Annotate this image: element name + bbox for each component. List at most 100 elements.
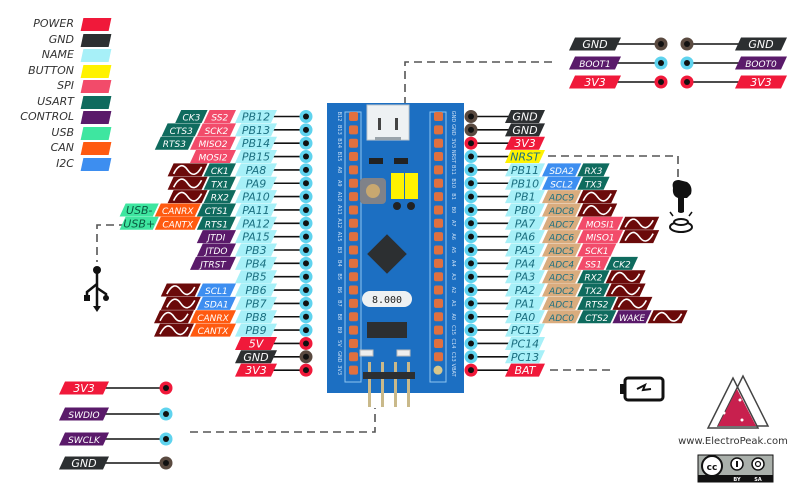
pin-pa3[interactable] <box>464 270 478 284</box>
board-pads <box>349 112 443 375</box>
label-text: PA3 <box>515 271 536 284</box>
pin-pc13[interactable] <box>464 350 478 364</box>
function-label <box>605 283 646 297</box>
boot1-jumper[interactable] <box>391 173 404 199</box>
function-label: USB- <box>119 203 159 217</box>
pin-name-label: PA11 <box>235 203 277 217</box>
swd-pin-gnd[interactable] <box>159 456 173 470</box>
label-text: RTS2 <box>585 300 608 310</box>
label-text: CTS2 <box>585 314 608 324</box>
boot-right-label: GND <box>735 37 787 51</box>
pin-gnd[interactable] <box>299 350 313 364</box>
pin-pa10[interactable] <box>299 190 313 204</box>
boot-pin-boot1[interactable] <box>654 56 668 70</box>
boot-pin-gnd[interactable] <box>654 37 668 51</box>
legend-label: NAME <box>41 48 74 61</box>
pin-gnd[interactable] <box>464 123 478 137</box>
pin-name-label: PB8 <box>235 310 277 324</box>
label-text: CANTX <box>198 327 230 337</box>
pin-pa4[interactable] <box>464 256 478 270</box>
pin-pa5[interactable] <box>464 243 478 257</box>
pin-pb6[interactable] <box>299 283 313 297</box>
pin-3v3[interactable] <box>464 136 478 150</box>
silk-label: B4 <box>336 260 342 267</box>
pin-5v[interactable] <box>299 336 313 350</box>
pin-pa8[interactable] <box>299 163 313 177</box>
pin-pb9[interactable] <box>299 323 313 337</box>
pin-pb15[interactable] <box>299 150 313 164</box>
pin-pa2[interactable] <box>464 283 478 297</box>
legend-swatch <box>80 18 112 31</box>
pwm-wave-icon <box>172 191 203 202</box>
silk-label: C15 <box>450 325 456 335</box>
boot-pin-gnd[interactable] <box>680 37 694 51</box>
swd-pin-swclk[interactable] <box>159 432 173 446</box>
board-pad <box>349 352 358 362</box>
function-label: ADC6 <box>542 230 582 244</box>
board-pad <box>349 112 358 121</box>
boot0-jumper[interactable] <box>405 173 418 199</box>
pin-pc14[interactable] <box>464 336 478 350</box>
board-pad <box>349 218 358 228</box>
pin-pa12[interactable] <box>299 216 313 230</box>
pin-pa6[interactable] <box>464 230 478 244</box>
label-text: BOOT0 <box>745 60 777 70</box>
boot-pin-3v3[interactable] <box>680 75 694 89</box>
pin-pb0[interactable] <box>464 203 478 217</box>
pin-pb5[interactable] <box>299 270 313 284</box>
pin-pb13[interactable] <box>299 123 313 137</box>
pin-pa1[interactable] <box>464 296 478 310</box>
board-pad <box>349 312 358 322</box>
pin-pc15[interactable] <box>464 323 478 337</box>
pin-name-label: PA0 <box>505 310 545 324</box>
legend-swatch <box>80 64 112 78</box>
pin-pb8[interactable] <box>299 310 313 324</box>
pin-nrst[interactable] <box>464 150 478 164</box>
pin-pa9[interactable] <box>299 176 313 190</box>
pin-name-label: 5V <box>235 336 277 350</box>
pin-pa11[interactable] <box>299 203 313 217</box>
pin-pb1[interactable] <box>464 190 478 204</box>
board-pad <box>434 325 443 335</box>
function-label: CANRX <box>190 310 236 324</box>
label-text: JTDO <box>203 247 227 257</box>
pin-pb4[interactable] <box>299 256 313 270</box>
pin-pb10[interactable] <box>464 176 478 190</box>
pin-pb3[interactable] <box>299 243 313 257</box>
swd-pin-swdio[interactable] <box>159 407 173 421</box>
pin-pa7[interactable] <box>464 216 478 230</box>
pin-name-label: PB5 <box>235 270 277 284</box>
pin-pb12[interactable] <box>299 110 313 123</box>
pin-pa15[interactable] <box>299 230 313 244</box>
pin-pb14[interactable] <box>299 136 313 150</box>
pin-pb11[interactable] <box>464 163 478 177</box>
pin-pb7[interactable] <box>299 296 313 310</box>
website-url[interactable]: www.ElectroPeak.com <box>678 436 788 447</box>
pin-gnd[interactable] <box>464 110 478 123</box>
board-pad <box>349 338 358 348</box>
boot-pin-3v3[interactable] <box>654 75 668 89</box>
pin-bat[interactable] <box>464 363 478 377</box>
reset-button[interactable] <box>360 178 386 204</box>
label-text: CK3 <box>182 114 200 124</box>
label-text: GND <box>582 38 607 51</box>
pwm-wave-icon <box>610 285 641 296</box>
pin-pa0[interactable] <box>464 310 478 324</box>
function-label <box>160 283 201 297</box>
label-text: CANRX <box>197 314 229 324</box>
silk-label: B5 <box>336 273 342 280</box>
function-label <box>160 296 201 310</box>
pin-3v3[interactable] <box>299 363 313 377</box>
label-text: CANTX <box>162 220 194 230</box>
label-text: RX2 <box>211 194 229 204</box>
pin-name-label: PB13 <box>235 123 277 137</box>
label-text: ADC3 <box>548 274 574 284</box>
label-text: PB5 <box>245 271 266 284</box>
function-label: SDA2 <box>542 163 582 177</box>
swd-pin-3v3[interactable] <box>159 381 173 395</box>
legend-swatch <box>80 126 112 140</box>
label-text: CTS1 <box>205 207 228 217</box>
boot-pin-boot0[interactable] <box>680 56 694 70</box>
pin-rings <box>159 37 694 470</box>
pin-name-label: 3V3 <box>235 363 277 377</box>
